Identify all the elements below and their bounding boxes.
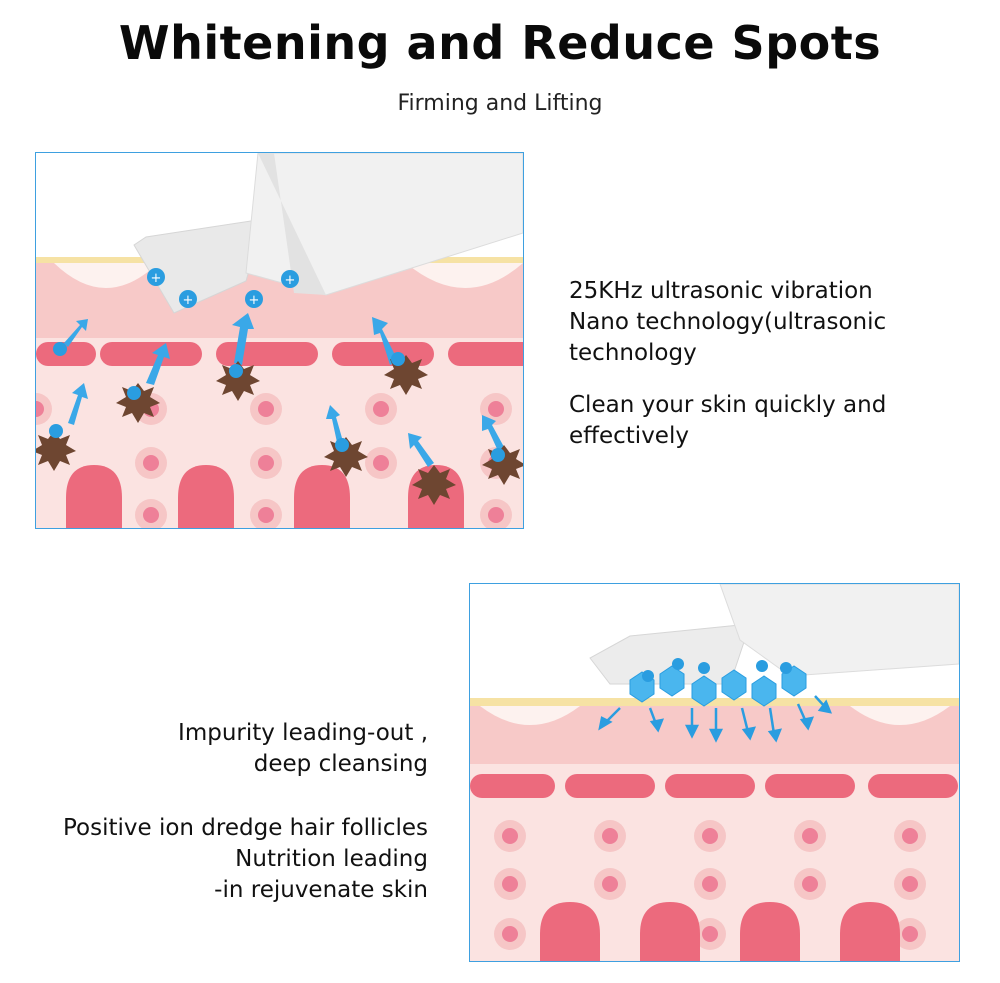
feature-line: technology [569, 340, 697, 366]
feature-line: Positive ion dredge hair follicles [62, 815, 428, 841]
feature-line: 25KHz ultrasonic vibration [569, 278, 873, 304]
feature-line: Nutrition leading [235, 846, 428, 872]
feature-line: Impurity leading-out , [178, 720, 428, 746]
svg-text:+: + [151, 271, 162, 286]
feature-line: deep cleansing [253, 751, 428, 777]
feature-clean: Clean your skin quickly and effectively [569, 390, 886, 452]
feature-ion: Positive ion dredge hair follicles Nutri… [63, 813, 428, 906]
ultrasonic-scrubber-icon [133, 153, 523, 314]
svg-text:+: + [249, 293, 260, 308]
page-subtitle: Firming and Lifting [397, 91, 603, 116]
feature-ultrasonic: 25KHz ultrasonic vibration Nano technolo… [569, 276, 886, 369]
feature-line: effectively [569, 423, 689, 449]
positive-ion-icon: + + + + [147, 268, 299, 308]
feature-line: Clean your skin quickly and [569, 392, 887, 418]
svg-text:+: + [285, 273, 296, 288]
positive-ion-icon [629, 658, 807, 707]
feature-line: Nano technology(ultrasonic [569, 309, 887, 335]
feature-impurity: Impurity leading-out , deep cleansing [178, 718, 428, 780]
page-title: Whitening and Reduce Spots [118, 16, 882, 70]
svg-text:+: + [183, 293, 194, 308]
skin-illustration-nutrition [469, 583, 960, 962]
ultrasonic-scrubber-icon [589, 584, 959, 685]
impurity-spot-icon [36, 355, 523, 505]
feature-line: -in rejuvenate skin [214, 877, 428, 903]
skin-illustration-cleaning: + + + + [35, 152, 524, 529]
